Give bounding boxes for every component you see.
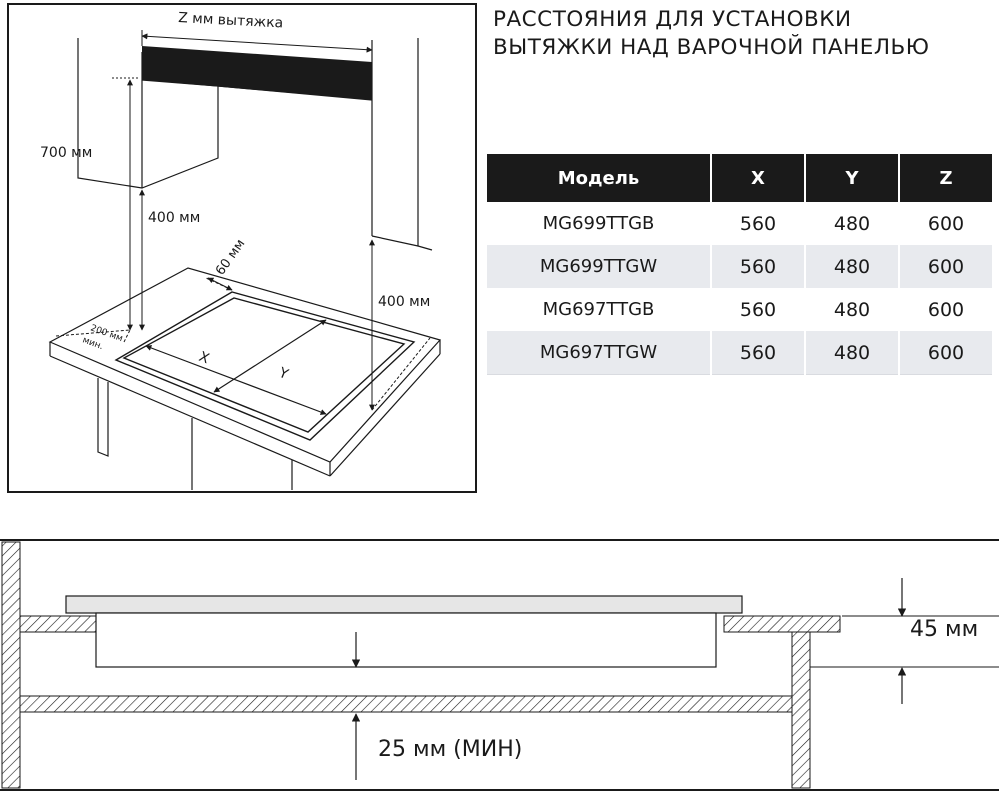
header-x: X <box>710 154 805 202</box>
cell-model: MG699TTGW <box>487 245 711 288</box>
base-cabinet <box>97 378 293 490</box>
cell-y: 480 <box>804 202 899 245</box>
dim-45-label: 45 мм <box>910 617 978 642</box>
right-wall-cabinet <box>371 38 433 251</box>
title-line-1: РАССТОЯНИЯ ДЛЯ УСТАНОВКИ <box>493 7 852 32</box>
table-header-row: Модель X Y Z <box>487 154 992 202</box>
cell-z: 600 <box>898 202 992 245</box>
cell-x: 560 <box>710 202 805 245</box>
dim-400-left-label: 400 мм <box>148 210 200 226</box>
title-line-2: ВЫТЯЖКИ НАД ВАРОЧНОЙ ПАНЕЛЬЮ <box>493 35 930 60</box>
y-label: Y <box>276 364 291 383</box>
table-row: MG697TTGB 560 480 600 <box>487 288 992 331</box>
right-cabinet-side <box>791 631 811 789</box>
cell-y: 480 <box>804 331 899 375</box>
countertop <box>48 267 442 477</box>
dim-700-label: 700 мм <box>40 145 92 161</box>
left-wall <box>1 541 21 789</box>
table-row: MG699TTGW 560 480 600 <box>487 245 992 288</box>
dim-25-label: 25 мм (МИН) <box>378 737 522 762</box>
cell-y: 480 <box>804 288 899 331</box>
dim-60-label: 60 мм <box>213 237 248 279</box>
y-dimension-arrow <box>213 319 327 393</box>
cell-z: 600 <box>898 331 992 375</box>
dim-200-unit-label: мин. <box>81 335 105 352</box>
header-model: Модель <box>487 154 711 202</box>
dim-60-line <box>207 277 233 291</box>
cell-model: MG697TTGB <box>542 299 655 320</box>
x-dimension-arrow <box>145 345 327 415</box>
cell-x: 560 <box>710 245 805 288</box>
countertop-right <box>723 615 841 633</box>
model-dimensions-table: Модель X Y Z MG699TTGB 560 480 600 MG699… <box>487 154 992 375</box>
cell-y: 480 <box>804 245 899 288</box>
cooktop-glass <box>65 595 743 614</box>
cooktop-body <box>95 612 717 668</box>
header-z: Z <box>898 154 992 202</box>
cell-z: 600 <box>898 245 992 288</box>
hood-unit <box>141 46 373 101</box>
z-hood-label: Z мм вытяжка <box>178 10 284 31</box>
page-title: РАССТОЯНИЯ ДЛЯ УСТАНОВКИ ВЫТЯЖКИ НАД ВАР… <box>493 6 993 62</box>
cell-model: MG699TTGB <box>542 213 655 234</box>
table-row: MG699TTGB 560 480 600 <box>487 202 992 245</box>
cell-z: 600 <box>898 288 992 331</box>
cell-x: 560 <box>710 331 805 375</box>
countertop-left <box>19 615 97 633</box>
x-label: X <box>197 349 212 368</box>
diagram-frame <box>7 3 477 493</box>
shelf <box>19 695 793 713</box>
cross-section-diagram: 25 мм (МИН) 45 мм <box>0 539 999 791</box>
header-y: Y <box>804 154 899 202</box>
cell-x: 560 <box>710 288 805 331</box>
cell-model: MG697TTGW <box>487 331 711 375</box>
dim-400-right-label: 400 мм <box>378 294 430 310</box>
hood-installation-diagram: Z мм вытяжка 700 мм 400 мм 400 мм X Y <box>7 3 477 493</box>
table-row: MG697TTGW 560 480 600 <box>487 331 992 375</box>
z-dimension-line <box>141 33 373 53</box>
